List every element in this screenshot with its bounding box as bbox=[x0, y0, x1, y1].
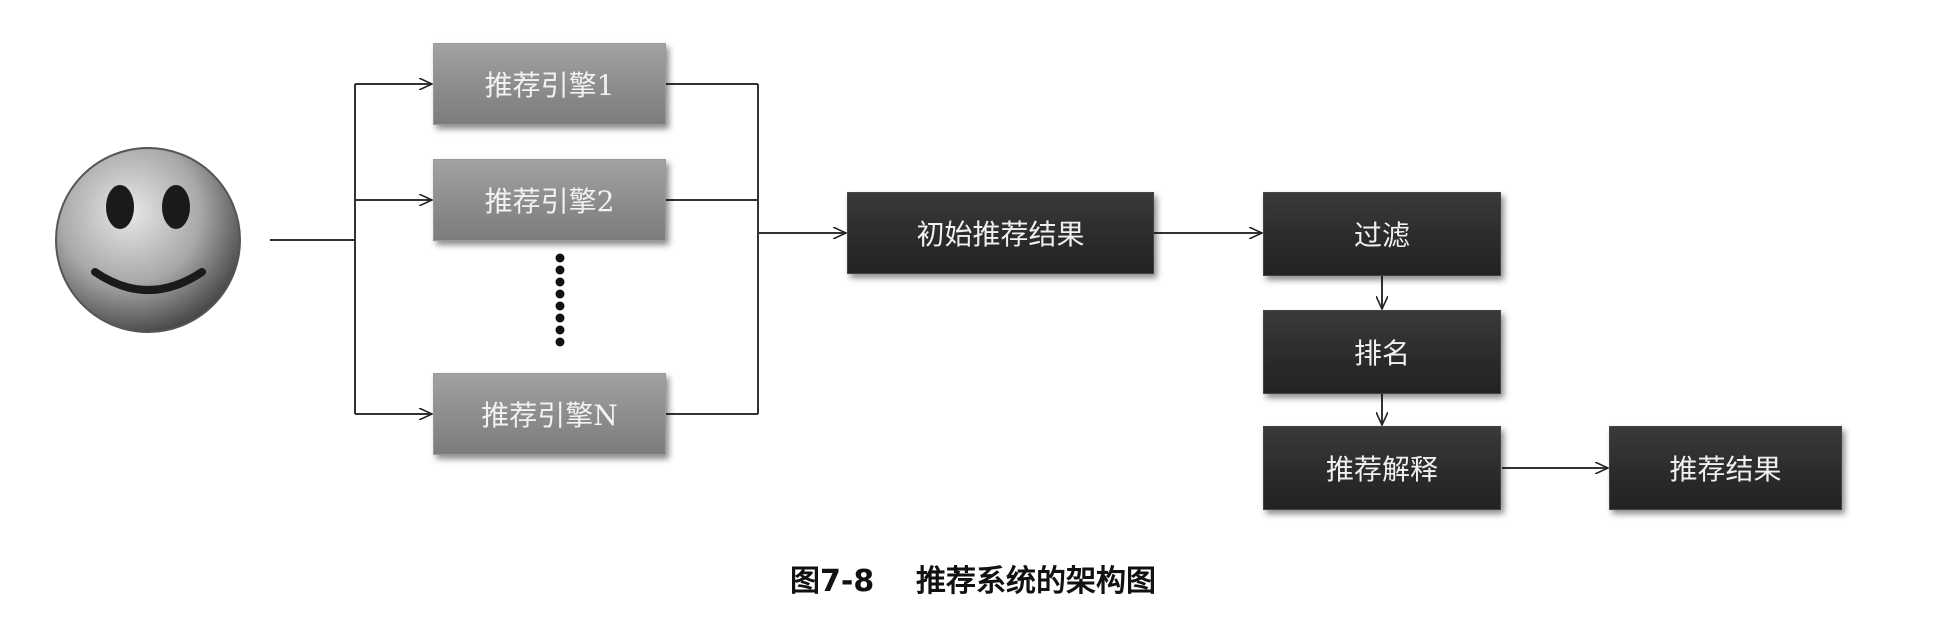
engine-2-label: 推荐引擎2 bbox=[484, 185, 615, 218]
fan-out-connectors bbox=[270, 84, 432, 414]
filter-box: 过滤 bbox=[1263, 192, 1501, 276]
explanation-label: 推荐解释 bbox=[1325, 453, 1438, 486]
more-engines-ellipsis bbox=[555, 253, 565, 347]
initial-results-label: 初始推荐结果 bbox=[916, 218, 1085, 251]
engine-2-box: 推荐引擎2 bbox=[433, 159, 666, 241]
fan-in-connectors bbox=[666, 83, 846, 415]
engine-1-label: 推荐引擎1 bbox=[484, 69, 615, 102]
filter-label: 过滤 bbox=[1353, 219, 1410, 252]
pipeline-connectors bbox=[1154, 233, 1608, 468]
final-results-label: 推荐结果 bbox=[1669, 453, 1782, 486]
initial-results-box: 初始推荐结果 bbox=[847, 192, 1154, 274]
user-smiley-icon bbox=[55, 147, 241, 333]
engine-n-box: 推荐引擎N bbox=[433, 373, 666, 455]
final-results-box: 推荐结果 bbox=[1609, 426, 1842, 510]
ranking-box: 排名 bbox=[1263, 310, 1501, 394]
ranking-label: 排名 bbox=[1353, 337, 1410, 370]
engine-n-label: 推荐引擎N bbox=[481, 399, 618, 432]
figure-number: 图7-8 bbox=[790, 564, 875, 599]
explanation-box: 推荐解释 bbox=[1263, 426, 1501, 510]
engine-1-box: 推荐引擎1 bbox=[433, 43, 666, 125]
figure-caption: 图7-8 推荐系统的架构图 bbox=[0, 556, 1946, 600]
figure-title: 推荐系统的架构图 bbox=[915, 564, 1156, 599]
